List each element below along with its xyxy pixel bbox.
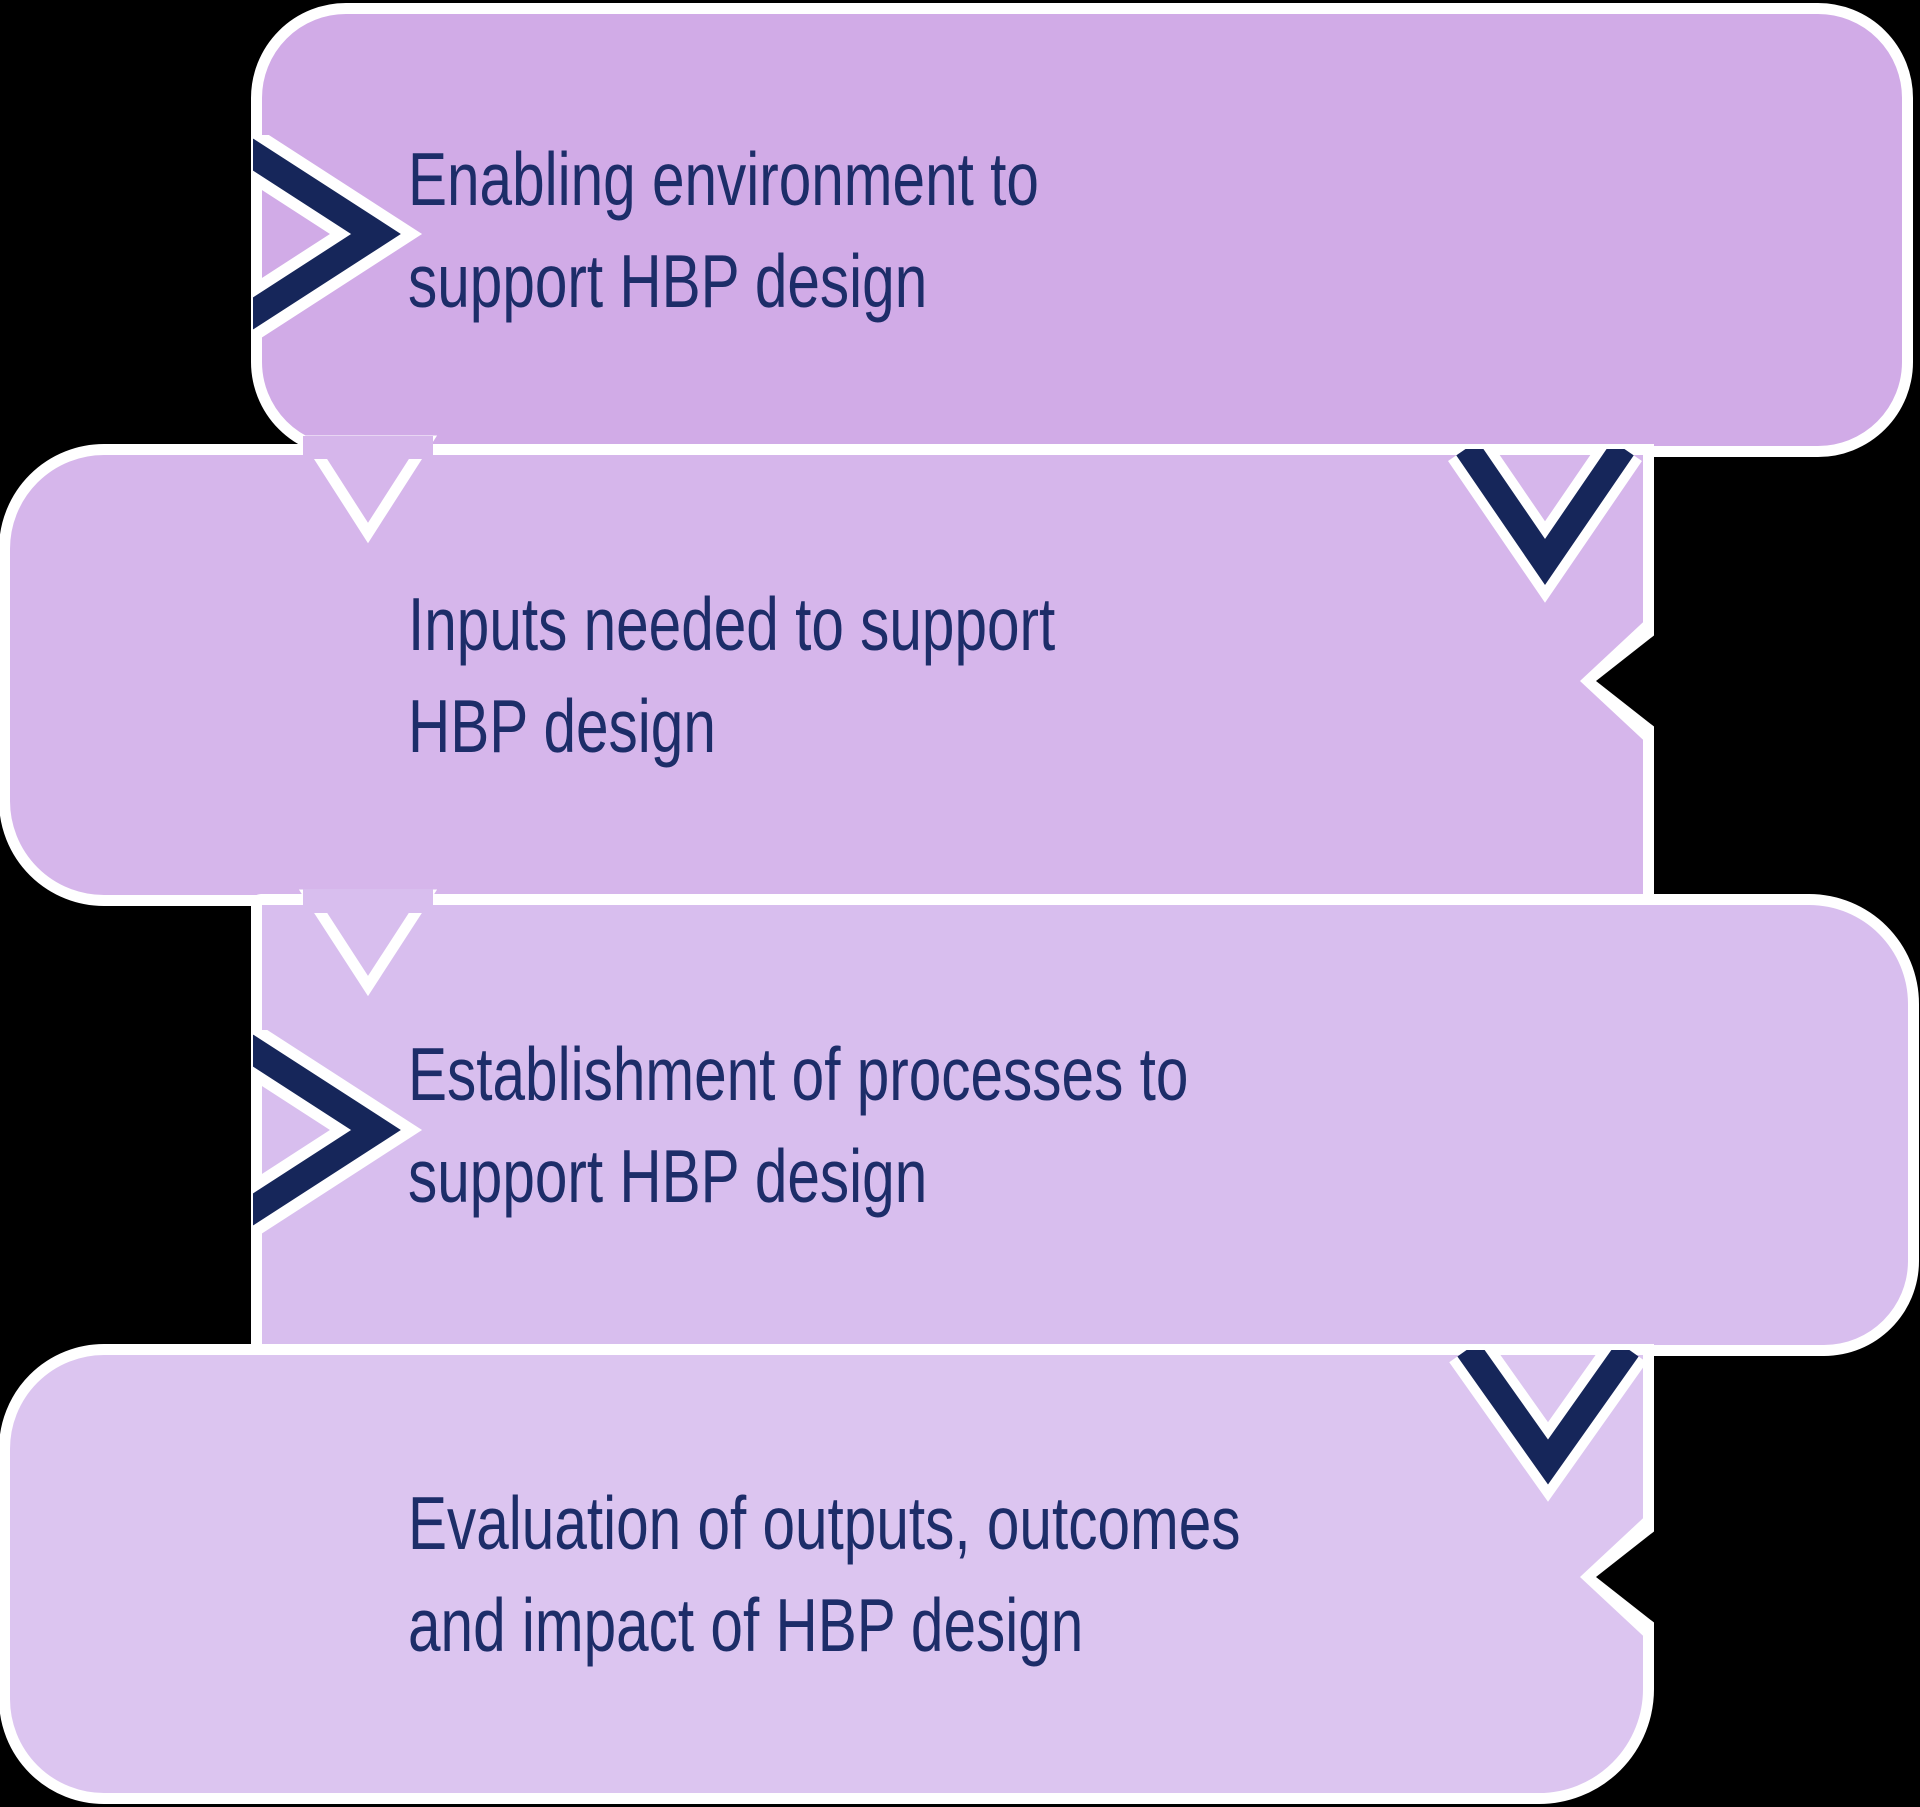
step-4-line-1: Evaluation of outputs, outcomes — [408, 1481, 1241, 1565]
step-1-label: Enabling environment to support HBP desi… — [408, 3, 1383, 457]
step-2-line-1: Inputs needed to support — [408, 582, 1056, 666]
step-3-line-2: support HBP design — [408, 1134, 928, 1218]
step-4-line-2: and impact of HBP design — [408, 1583, 1084, 1667]
process-box-step-1 — [251, 3, 1913, 457]
step-2-label: Inputs needed to support HBP design — [408, 444, 1383, 906]
step-2-line-2: HBP design — [408, 684, 716, 768]
step-3-line-1: Establishment of processes to — [408, 1032, 1189, 1116]
step-1-line-1: Enabling environment to — [408, 137, 1039, 221]
process-box-step-4 — [0, 1344, 1654, 1804]
step-3-label: Establishment of processes to support HB… — [408, 894, 1383, 1356]
process-box-step-2 — [0, 444, 1654, 906]
step-1-line-2: support HBP design — [408, 239, 928, 323]
step-4-label: Evaluation of outputs, outcomes and impa… — [408, 1344, 1383, 1804]
